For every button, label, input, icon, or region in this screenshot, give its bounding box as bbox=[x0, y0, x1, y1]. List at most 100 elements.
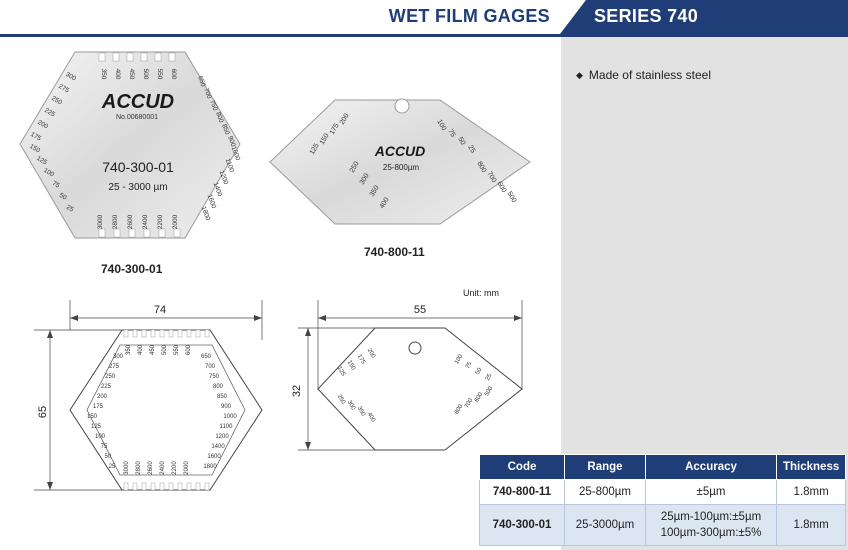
scale-number: 350 bbox=[369, 184, 381, 198]
scale-number: 800 bbox=[214, 111, 224, 124]
scale-number: 150 bbox=[87, 414, 98, 420]
scale-number: 1800 bbox=[203, 464, 217, 470]
scale-number: 1400 bbox=[211, 444, 225, 450]
scale-number: 125 bbox=[309, 142, 321, 156]
cell-thickness: 1.8mm bbox=[775, 479, 847, 505]
notch bbox=[186, 329, 192, 338]
scale-number: 2800 bbox=[112, 214, 119, 229]
scale-number: 175 bbox=[29, 131, 42, 143]
scale-number: 250 bbox=[349, 160, 361, 174]
scale-number: 500 bbox=[142, 69, 149, 80]
scale-number: 400 bbox=[379, 196, 391, 210]
scale-number: 200 bbox=[36, 119, 49, 131]
scale-number: 600 bbox=[474, 391, 485, 403]
scale-number: 100 bbox=[42, 167, 55, 179]
notch bbox=[141, 329, 147, 338]
scale-number: 900 bbox=[221, 404, 232, 410]
notch bbox=[140, 52, 148, 62]
right-scale: 6507007508008509001000110012001400160018… bbox=[196, 75, 241, 222]
scale-number: 225 bbox=[43, 107, 56, 119]
scale-number: 400 bbox=[114, 69, 121, 80]
scale-number: 1600 bbox=[207, 454, 221, 460]
notch bbox=[98, 228, 106, 238]
product-code-label-1: 740-300-01 bbox=[101, 262, 163, 276]
scale-number: 1200 bbox=[215, 434, 229, 440]
notch bbox=[112, 52, 120, 62]
scale-number: 400 bbox=[138, 344, 144, 355]
table-header-row: Code Range Accuracy Thickness bbox=[479, 454, 847, 480]
scale-number: 800 bbox=[475, 160, 487, 174]
product-category-title: WET FILM GAGES bbox=[388, 6, 550, 26]
col-header-range: Range bbox=[564, 454, 646, 480]
scale-number: 800 bbox=[454, 403, 465, 415]
notch bbox=[195, 329, 201, 338]
scale-number: 1400 bbox=[212, 181, 224, 197]
scale-number: 400 bbox=[366, 412, 377, 424]
scale-number: 75 bbox=[446, 128, 456, 138]
cell-code: 740-800-11 bbox=[479, 479, 565, 505]
accuracy-line: 25µm-100µm:±5µm bbox=[660, 511, 762, 523]
notch bbox=[123, 329, 129, 338]
scale-number: 500 bbox=[162, 344, 168, 355]
notch bbox=[168, 329, 174, 338]
scale-number: 150 bbox=[28, 143, 41, 155]
scale-number: 3000 bbox=[97, 214, 104, 229]
scale-number: 2200 bbox=[172, 461, 178, 475]
scale-number: 150 bbox=[346, 360, 357, 372]
dimension-width-1: 74 bbox=[154, 304, 166, 316]
scale-number: 25 bbox=[65, 204, 75, 214]
page-header: WET FILM GAGES SERIES 740 bbox=[0, 0, 848, 38]
feature-item: ◆Made of stainless steel bbox=[576, 68, 711, 82]
scale-number: 1100 bbox=[220, 424, 234, 430]
notch bbox=[173, 228, 181, 238]
scale-number: 200 bbox=[97, 394, 108, 400]
scale-number: 300 bbox=[113, 354, 124, 360]
drawing-740-800-11: 1251501752002503003504001007550258007006… bbox=[291, 300, 523, 451]
series-banner: SERIES 740 bbox=[560, 0, 848, 34]
scale-number: 850 bbox=[220, 123, 230, 136]
brand-logo: ACCUD bbox=[101, 91, 174, 113]
scale-number: 100 bbox=[435, 118, 447, 132]
scale-number: 75 bbox=[51, 180, 61, 190]
table-row: 740-300-01 25-3000µm 25µm-100µm:±5µm 100… bbox=[479, 504, 847, 546]
cell-range: 25-3000µm bbox=[564, 504, 646, 546]
scale-number: 2000 bbox=[184, 461, 190, 475]
scale-number: 200 bbox=[339, 112, 351, 126]
accuracy-line: ±5µm bbox=[696, 486, 726, 498]
notch bbox=[143, 228, 151, 238]
scale-number: 450 bbox=[128, 69, 135, 80]
scale-number: 2400 bbox=[160, 461, 166, 475]
cell-accuracy: ±5µm bbox=[645, 479, 777, 505]
unit-label: Unit: mm bbox=[463, 288, 499, 298]
scale-number: 550 bbox=[156, 69, 163, 80]
scale-number: 25 bbox=[466, 144, 476, 154]
scale-number: 300 bbox=[64, 71, 77, 83]
scale-number: 125 bbox=[336, 366, 347, 378]
col-header-accuracy: Accuracy bbox=[645, 454, 777, 480]
scale-number: 175 bbox=[329, 122, 341, 136]
scale-number: 600 bbox=[495, 180, 507, 194]
scale-number: 900 bbox=[226, 135, 236, 148]
scale-number: 300 bbox=[359, 172, 371, 186]
scale-number: 350 bbox=[126, 344, 132, 355]
gauge-range: 25 - 3000 µm bbox=[108, 182, 167, 193]
scale-number: 850 bbox=[217, 394, 228, 400]
scale-number: 2600 bbox=[148, 461, 154, 475]
scale-number: 50 bbox=[58, 192, 68, 202]
notch bbox=[168, 52, 176, 62]
scale-number: 700 bbox=[205, 364, 216, 370]
scale-number: 250 bbox=[105, 374, 116, 380]
scale-number: 350 bbox=[100, 69, 107, 80]
notch bbox=[150, 329, 156, 338]
scale-number: 250 bbox=[336, 394, 347, 406]
notch bbox=[128, 228, 136, 238]
col-header-thickness: Thickness bbox=[775, 454, 847, 480]
scale-number: 600 bbox=[186, 344, 192, 355]
feature-text: Made of stainless steel bbox=[588, 68, 711, 82]
notch bbox=[177, 329, 183, 338]
